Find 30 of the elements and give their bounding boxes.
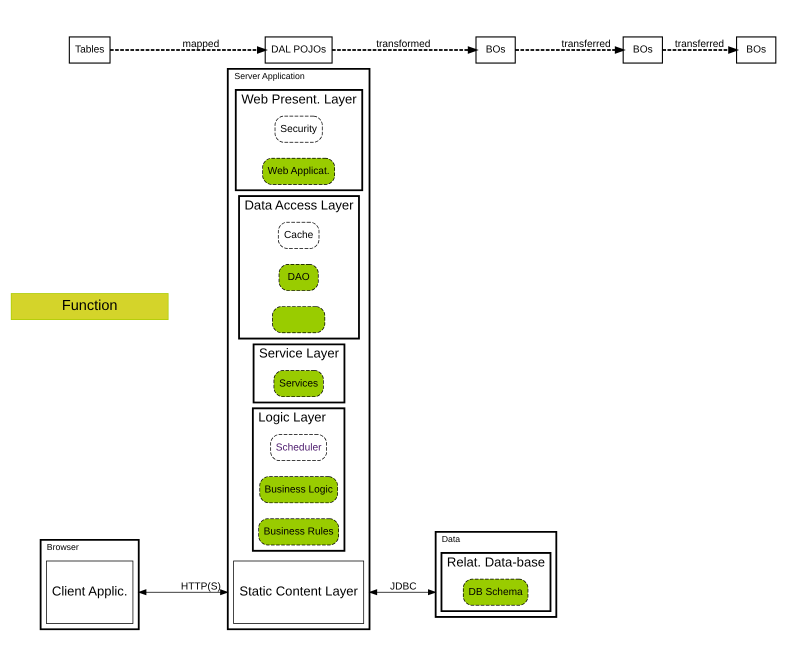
node-box: BOs	[736, 36, 776, 64]
node-box	[272, 306, 326, 333]
edge-label: HTTP(S)	[180, 580, 221, 592]
node-box: Client Applic.	[46, 560, 134, 624]
node-box: Scheduler	[270, 434, 327, 461]
arrow	[138, 588, 229, 595]
node-box: DAL POJOs	[264, 36, 333, 64]
node-box: Security	[274, 115, 323, 142]
edge-label: transformed	[376, 38, 430, 50]
edge-label: transferred	[562, 38, 611, 50]
node-box: Business Rules	[258, 518, 339, 545]
node-box: BOs	[622, 36, 663, 64]
node-box: BOs	[475, 36, 516, 64]
arrow	[515, 46, 626, 54]
node-box: Cache	[278, 221, 320, 248]
node-box: Business Logic	[259, 476, 338, 503]
edge-label: mapped	[182, 38, 220, 50]
arrow	[368, 588, 437, 595]
node-box: DAO	[278, 264, 319, 290]
node-box: Services	[274, 370, 324, 397]
node-box: Static Content Layer	[233, 560, 364, 624]
edge-label: JDBC	[390, 580, 417, 592]
arrow	[332, 46, 479, 54]
node-box: Web Applicat.	[262, 157, 335, 184]
edge-label: transferred	[674, 38, 724, 50]
arrow	[110, 46, 268, 54]
node-box: Function	[10, 292, 169, 320]
node-box: DB Schema	[462, 578, 528, 606]
arrow	[662, 46, 740, 54]
node-box: Tables	[68, 36, 111, 64]
